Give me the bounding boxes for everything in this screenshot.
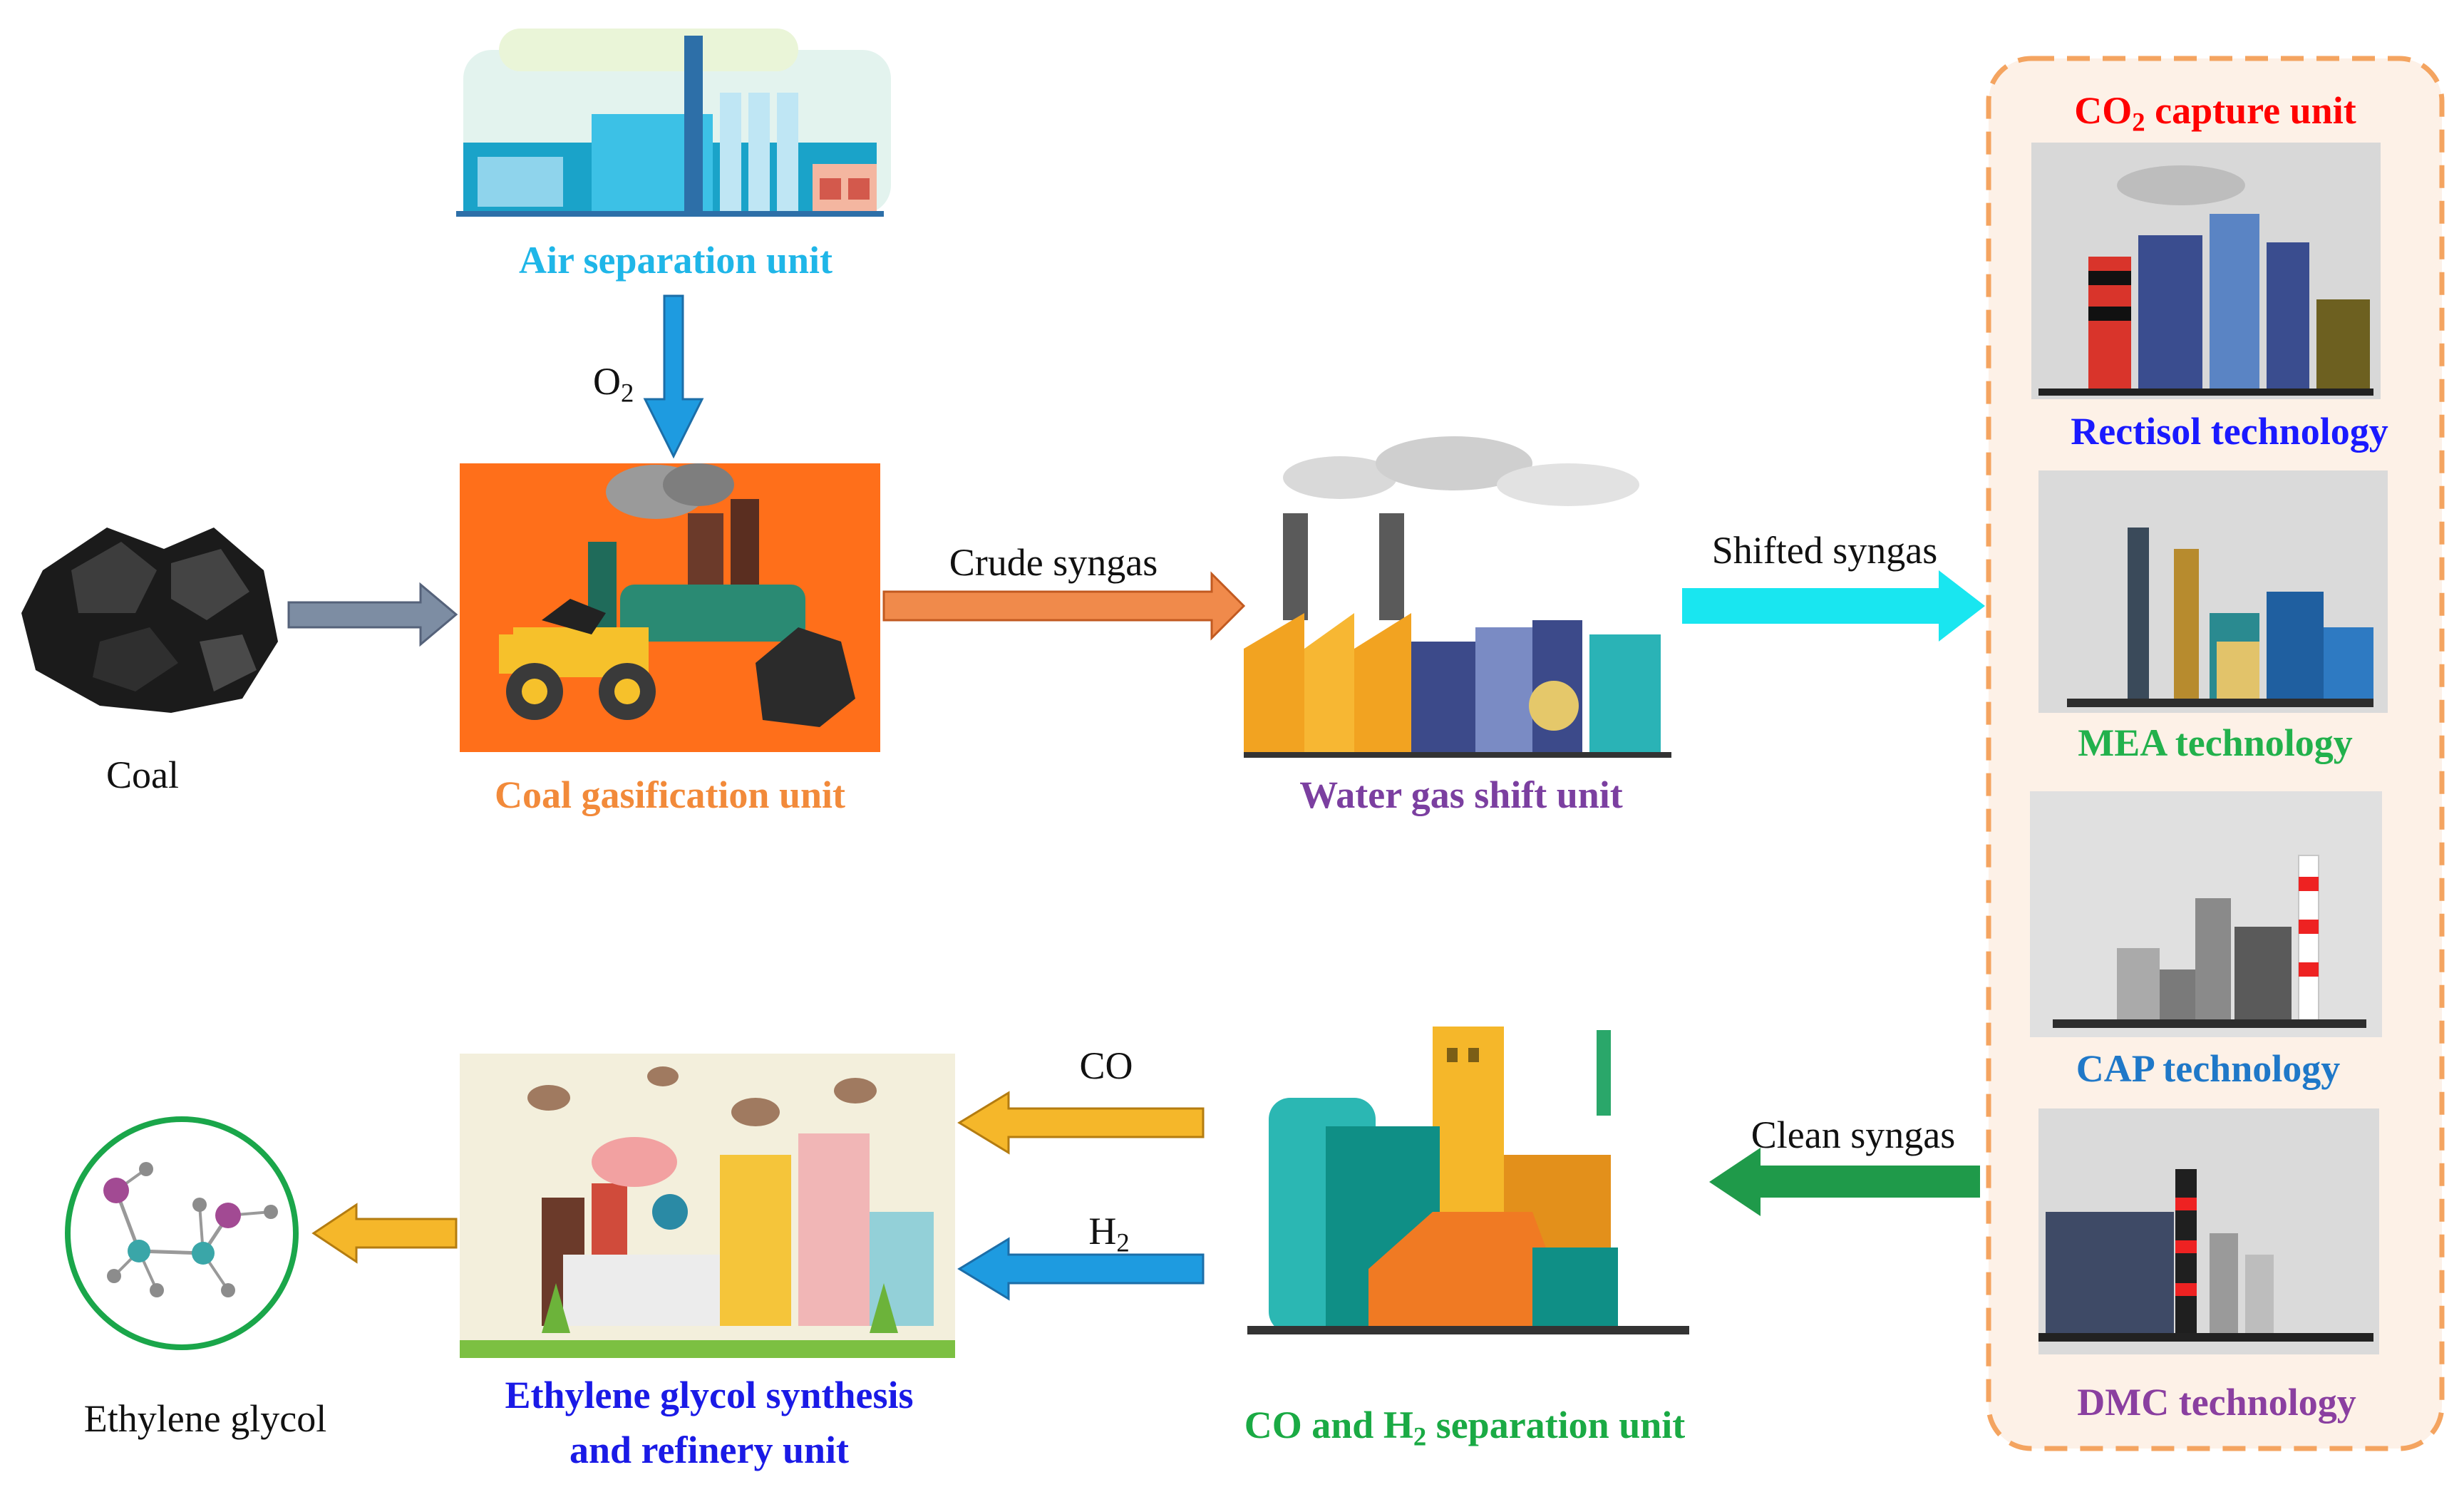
- coal-gasification-icon: [460, 463, 880, 752]
- coal-gasification-unit-label: Coal gasification unit: [494, 773, 846, 816]
- o2-subscript: 2: [621, 378, 634, 408]
- rectisol-plant-icon: [2031, 143, 2381, 399]
- water-gas-shift-plant-icon: [1244, 436, 1671, 758]
- coal-label: Coal: [106, 753, 179, 796]
- co-h2-separation-unit-label: CO and H2 separation unit: [1244, 1406, 1686, 1450]
- shifted-syngas-label: Shifted syngas: [1711, 529, 1938, 572]
- eg-unit-label-line2: and refinery unit: [569, 1429, 850, 1471]
- h2-prefix: H: [1088, 1210, 1117, 1252]
- coal-to-gasification-arrow: [287, 582, 458, 647]
- dmc-technology-label: DMC technology: [2077, 1381, 2356, 1424]
- clean-syngas-arrow: [1709, 1148, 1980, 1216]
- co-stream-label: CO: [1079, 1044, 1133, 1087]
- co2-capture-panel: [1986, 56, 2445, 1451]
- clean-syngas-label: Clean syngas: [1751, 1113, 1956, 1156]
- co2-title-subscript: 2: [2132, 107, 2145, 137]
- separation-subscript: 2: [1413, 1421, 1427, 1451]
- o2-arrow: [643, 294, 704, 459]
- mea-plant-icon: [2038, 470, 2388, 713]
- shifted-syngas-arrow: [1682, 570, 1985, 642]
- h2-arrow: [957, 1237, 1205, 1301]
- cap-technology-label: CAP technology: [2076, 1047, 2341, 1090]
- co2-capture-unit-title: CO2 capture unit: [2074, 91, 2356, 135]
- co-arrow: [957, 1091, 1205, 1155]
- air-separation-unit-label: Air separation unit: [518, 239, 833, 282]
- crude-syngas-arrow: [882, 571, 1246, 641]
- h2-stream-label: H2: [1088, 1212, 1129, 1256]
- o2-prefix: O: [593, 360, 621, 403]
- rectisol-technology-label: Rectisol technology: [2071, 410, 2388, 453]
- co2-title-prefix: CO: [2074, 89, 2133, 132]
- separation-prefix: CO and H: [1244, 1404, 1413, 1446]
- dmc-plant-icon: [2038, 1108, 2379, 1354]
- air-separation-plant-icon: [456, 29, 891, 217]
- ethylene-glycol-label: Ethylene glycol: [83, 1397, 327, 1440]
- eg-unit-label-line1: Ethylene glycol synthesis: [505, 1374, 914, 1416]
- cap-plant-icon: [2030, 791, 2382, 1037]
- eg-to-product-arrow: [311, 1203, 458, 1264]
- crude-syngas-label: Crude syngas: [949, 541, 1158, 584]
- coal-icon: [21, 528, 278, 713]
- water-gas-shift-unit-label: Water gas shift unit: [1299, 773, 1623, 816]
- h2-subscript: 2: [1116, 1228, 1130, 1257]
- mea-technology-label: MEA technology: [2078, 721, 2353, 764]
- ethylene-glycol-molecule-icon: [65, 1116, 299, 1350]
- co2-title-suffix: capture unit: [2145, 89, 2356, 132]
- separation-suffix: separation unit: [1426, 1404, 1686, 1446]
- separation-plant-icon: [1247, 1027, 1689, 1334]
- eg-refinery-icon: [460, 1054, 955, 1358]
- o2-stream-label: O2: [593, 362, 634, 406]
